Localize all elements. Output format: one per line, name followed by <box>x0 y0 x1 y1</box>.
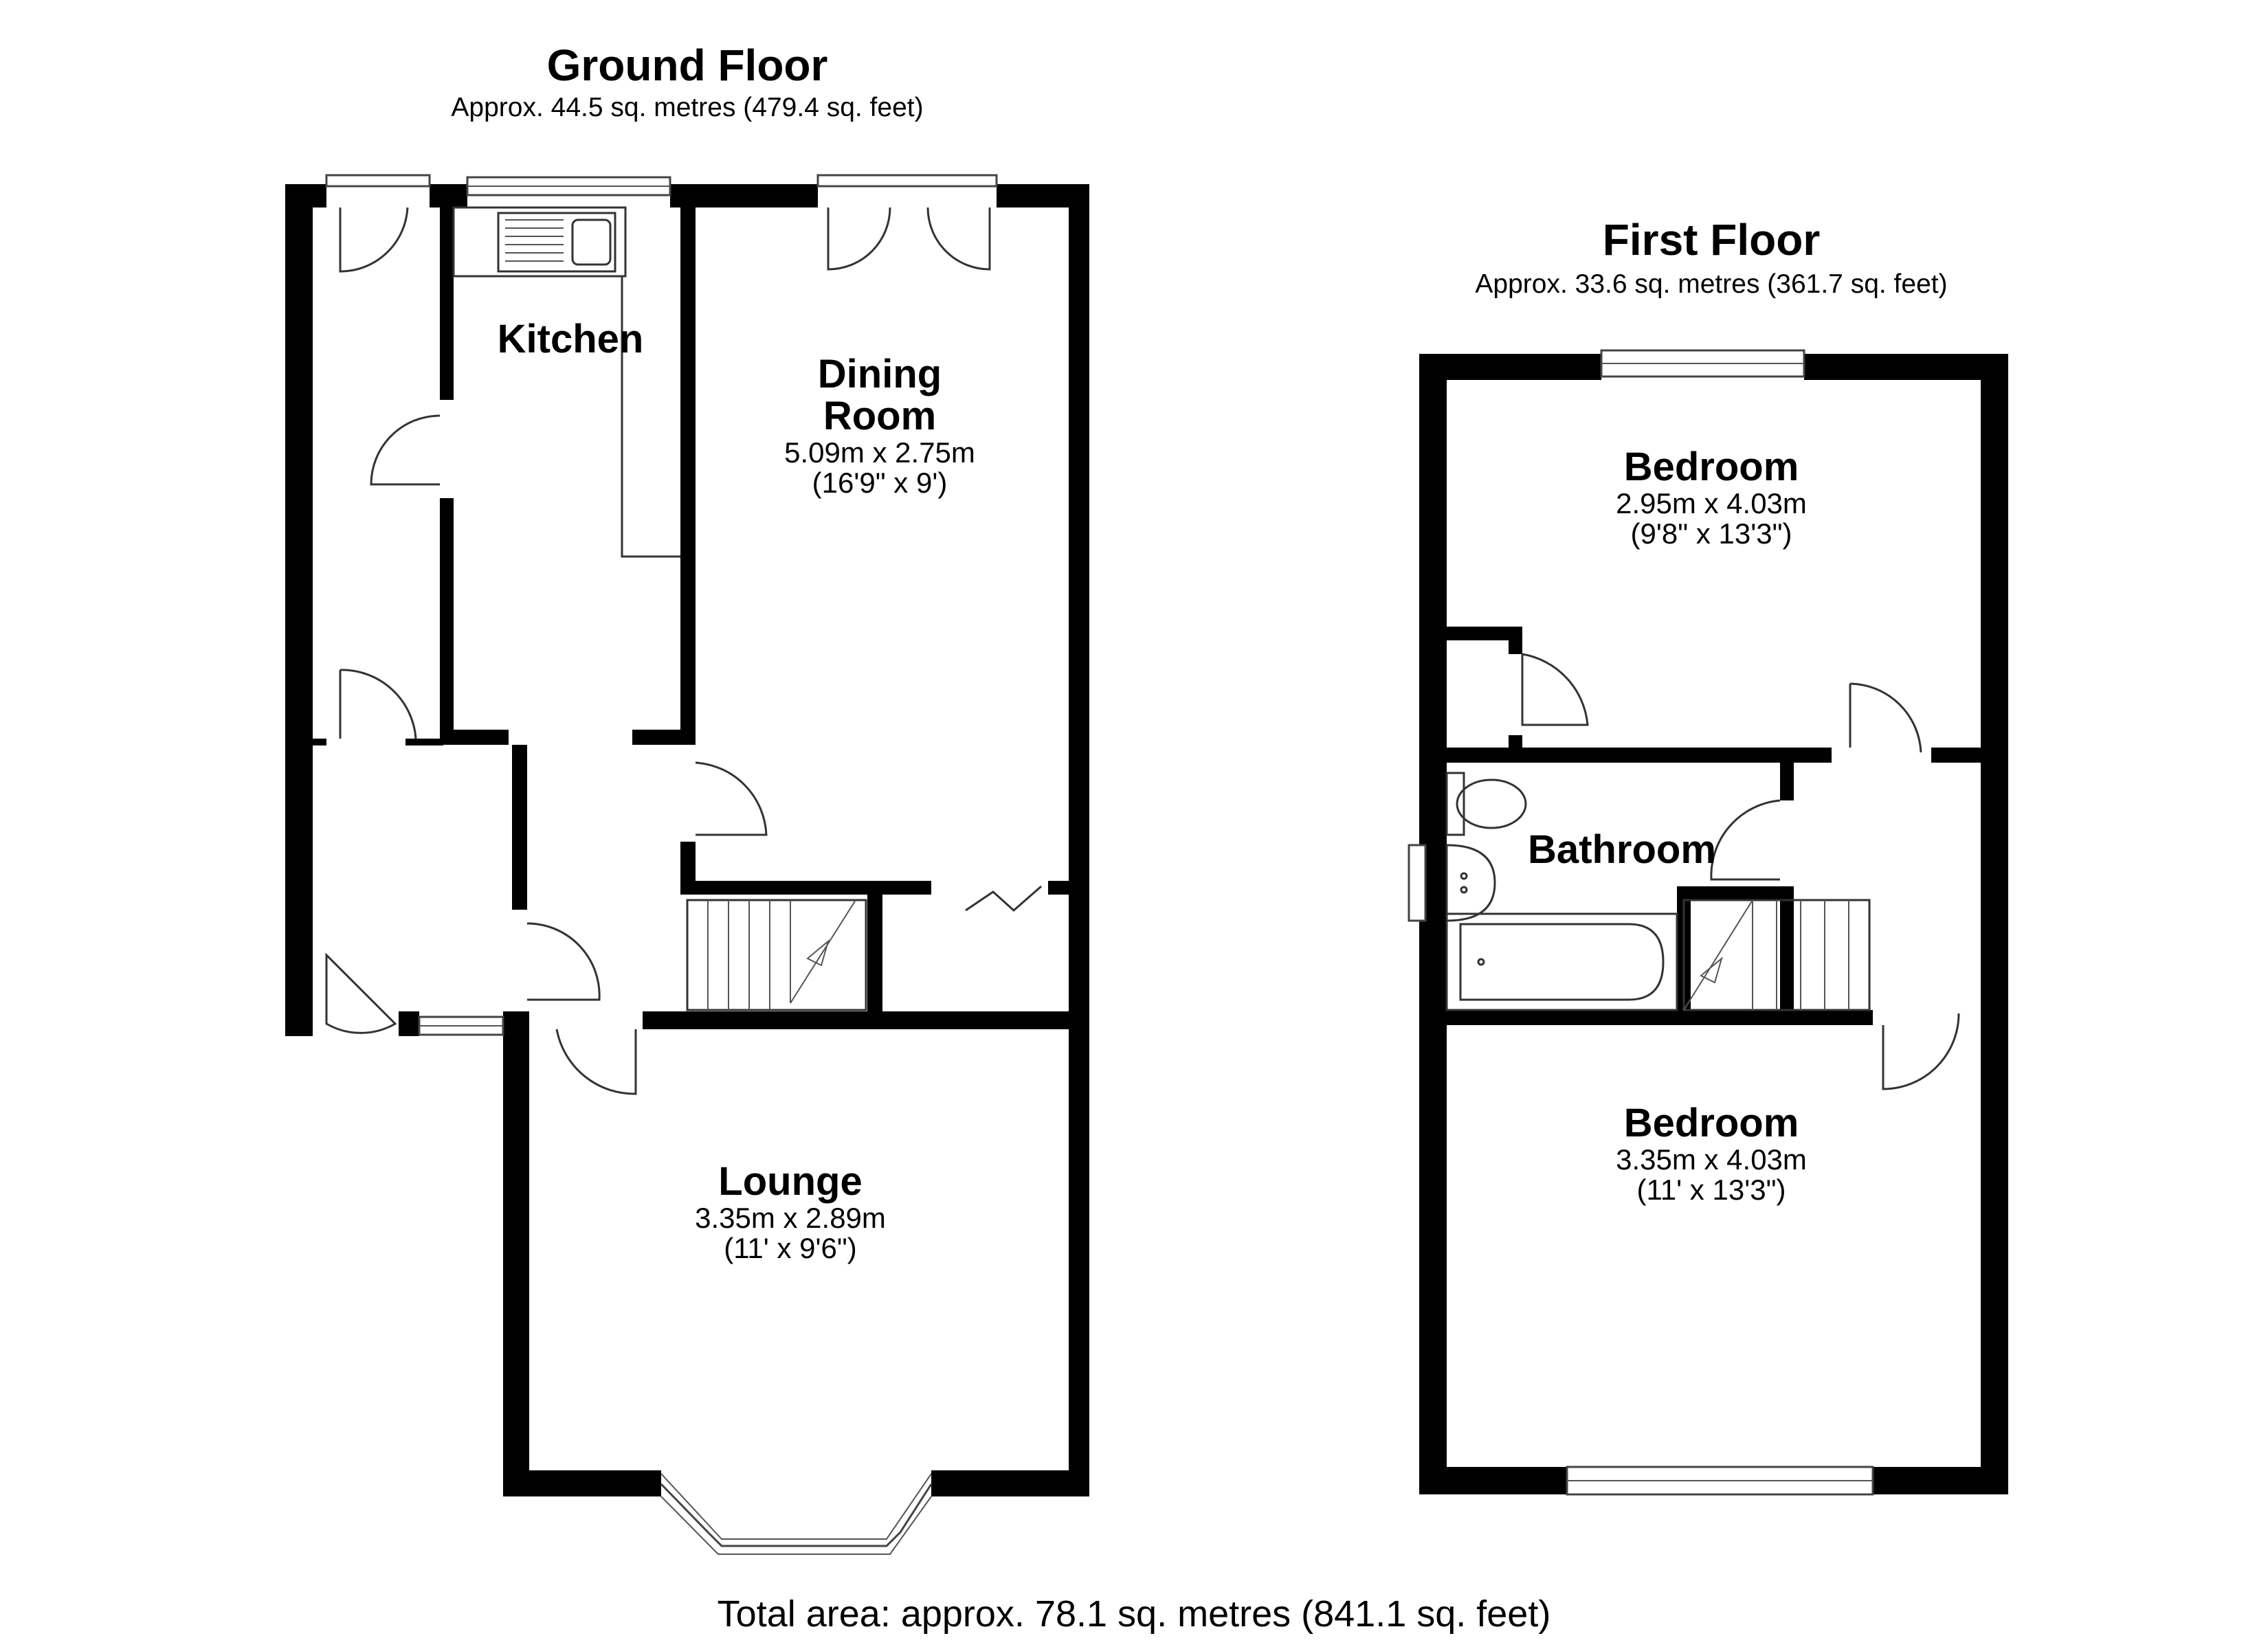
ground-top-wall-a <box>285 184 326 207</box>
bedroom1-label-block: Bedroom 2.95m x 4.03m (9'8" x 13'3") <box>1526 445 1897 550</box>
bathroom-label: Bathroom <box>1528 827 1716 872</box>
dining-french-door-right <box>926 207 991 271</box>
bathroom-right-wall-top <box>1780 763 1794 800</box>
first-bottom-wall-b <box>1873 1467 2008 1494</box>
bedroom2-dims: 3.35m x 4.03m <box>1616 1143 1807 1176</box>
hall-wall-b <box>632 730 696 745</box>
first-bottom-wall-a <box>1419 1467 1567 1494</box>
dining-french-door-frame <box>816 174 998 188</box>
first-top-wall-b <box>1804 354 2008 380</box>
toilet <box>1445 772 1527 836</box>
kitchen-left-wall-upper <box>440 207 454 400</box>
hall-wall-a <box>440 730 509 745</box>
under-stair-wall <box>867 893 882 1017</box>
kitchen-worktop-side <box>621 276 680 558</box>
ground-bottom-wall-b <box>399 1011 419 1036</box>
dining-room-dims-imperial: (16'9" x 9') <box>812 466 948 499</box>
dining-door-swing <box>695 761 768 836</box>
front-door-swing <box>325 952 397 1034</box>
store-door-swing <box>339 669 417 739</box>
lounge-door-swing <box>555 1029 637 1095</box>
kitchen-label: Kitchen <box>497 317 644 361</box>
hall-wall-d <box>405 739 443 745</box>
stair-wall-top <box>680 842 696 891</box>
bath <box>1445 912 1678 1011</box>
kitchen-door-swing <box>370 414 441 486</box>
lounge-dims-imperial: (11' x 9'6") <box>724 1231 857 1264</box>
first-left-outer-wall <box>1419 354 1447 1494</box>
hall-partition <box>512 745 527 910</box>
first-floor-area: Approx. 33.6 sq. metres (361.7 sq. feet) <box>1475 269 1948 299</box>
sink-bowl <box>571 218 612 266</box>
bathroom-right-wall <box>1780 886 1794 1024</box>
stair-enclosure-top-wall <box>1677 886 1794 900</box>
dining-room-dims: 5.09m x 2.75m <box>784 436 975 469</box>
lounge-hall-door-swing <box>526 922 601 1001</box>
lounge-top-wall <box>643 1011 1089 1029</box>
kitchen-sink-unit <box>497 212 616 273</box>
bifold-door <box>965 885 1042 912</box>
lounge-left-wall <box>503 1011 529 1496</box>
dining-bottom-wall-right <box>1048 881 1069 895</box>
ground-top-wall-b <box>430 184 467 207</box>
bedroom2-top-wall <box>1447 1010 1873 1025</box>
bedroom1-dims: 2.95m x 4.03m <box>1616 486 1807 519</box>
bedroom2-door-swing <box>1882 1013 1960 1090</box>
hall-wall-c <box>313 739 326 745</box>
lounge-label-block: Lounge 3.35m x 2.89m (11' x 9'6") <box>605 1159 976 1264</box>
ground-top-wall-c <box>670 184 818 207</box>
cupboard-door-swing <box>1521 653 1589 726</box>
dining-room-label-line1: Dining <box>817 352 942 396</box>
ground-staircase <box>686 899 867 1011</box>
first-floor-title: First Floor <box>1602 215 1821 265</box>
bedroom1-bottom-wall-right <box>1931 748 1981 763</box>
cupboard-wall-a <box>1509 627 1522 654</box>
lounge-bay-window <box>660 1483 933 1547</box>
kitchen-right-wall <box>680 207 696 730</box>
lounge-dims: 3.35m x 2.89m <box>695 1201 886 1234</box>
back-door-frame <box>325 174 431 188</box>
back-door-swing <box>339 207 409 273</box>
ground-floor-plan <box>285 174 1089 1555</box>
ground-floor-area: Approx. 44.5 sq. metres (479.4 sq. feet) <box>451 93 924 122</box>
lounge-label: Lounge <box>718 1159 863 1204</box>
ground-right-outer-wall <box>1069 184 1089 1496</box>
dining-french-door-left <box>827 207 891 271</box>
bathroom-window <box>1408 844 1427 922</box>
kitchen-worktop <box>452 206 627 278</box>
lounge-bottom-wall-right <box>931 1470 1089 1496</box>
first-top-wall-a <box>1419 354 1601 380</box>
bedroom1-dims-imperial: (9'8" x 13'3") <box>1630 517 1792 550</box>
first-right-outer-wall <box>1981 354 2008 1494</box>
kitchen-left-wall-lower <box>440 498 454 732</box>
basin <box>1445 844 1496 922</box>
bedroom2-label: Bedroom <box>1623 1101 1799 1145</box>
bathroom-door-swing <box>1710 799 1781 881</box>
bedroom2-dims-imperial: (11' x 13'3") <box>1636 1173 1786 1206</box>
first-staircase <box>1682 899 1871 1011</box>
bedroom1-label: Bedroom <box>1623 445 1799 489</box>
dining-room-label-block: Dining Room 5.09m x 2.75m (16'9" x 9') <box>694 352 1065 499</box>
bedroom1-bottom-wall <box>1447 748 1832 763</box>
ground-bottom-left-wall <box>285 1011 313 1036</box>
bedroom1-door-swing <box>1849 682 1922 753</box>
first-floor-plan <box>1408 349 2008 1496</box>
cupboard-wall-b <box>1509 735 1522 749</box>
ground-left-outer-wall <box>285 184 313 1036</box>
lounge-bottom-wall-left <box>503 1470 661 1496</box>
bedroom2-label-block: Bedroom 3.35m x 4.03m (11' x 13'3") <box>1526 1101 1897 1206</box>
ground-floor-title: Ground Floor <box>546 41 828 90</box>
dining-bottom-wall <box>680 881 931 895</box>
dining-room-label-line2: Room <box>823 393 937 438</box>
total-area: Total area: approx. 78.1 sq. metres (841… <box>717 1593 1551 1635</box>
cupboard-top-wall <box>1447 627 1522 640</box>
